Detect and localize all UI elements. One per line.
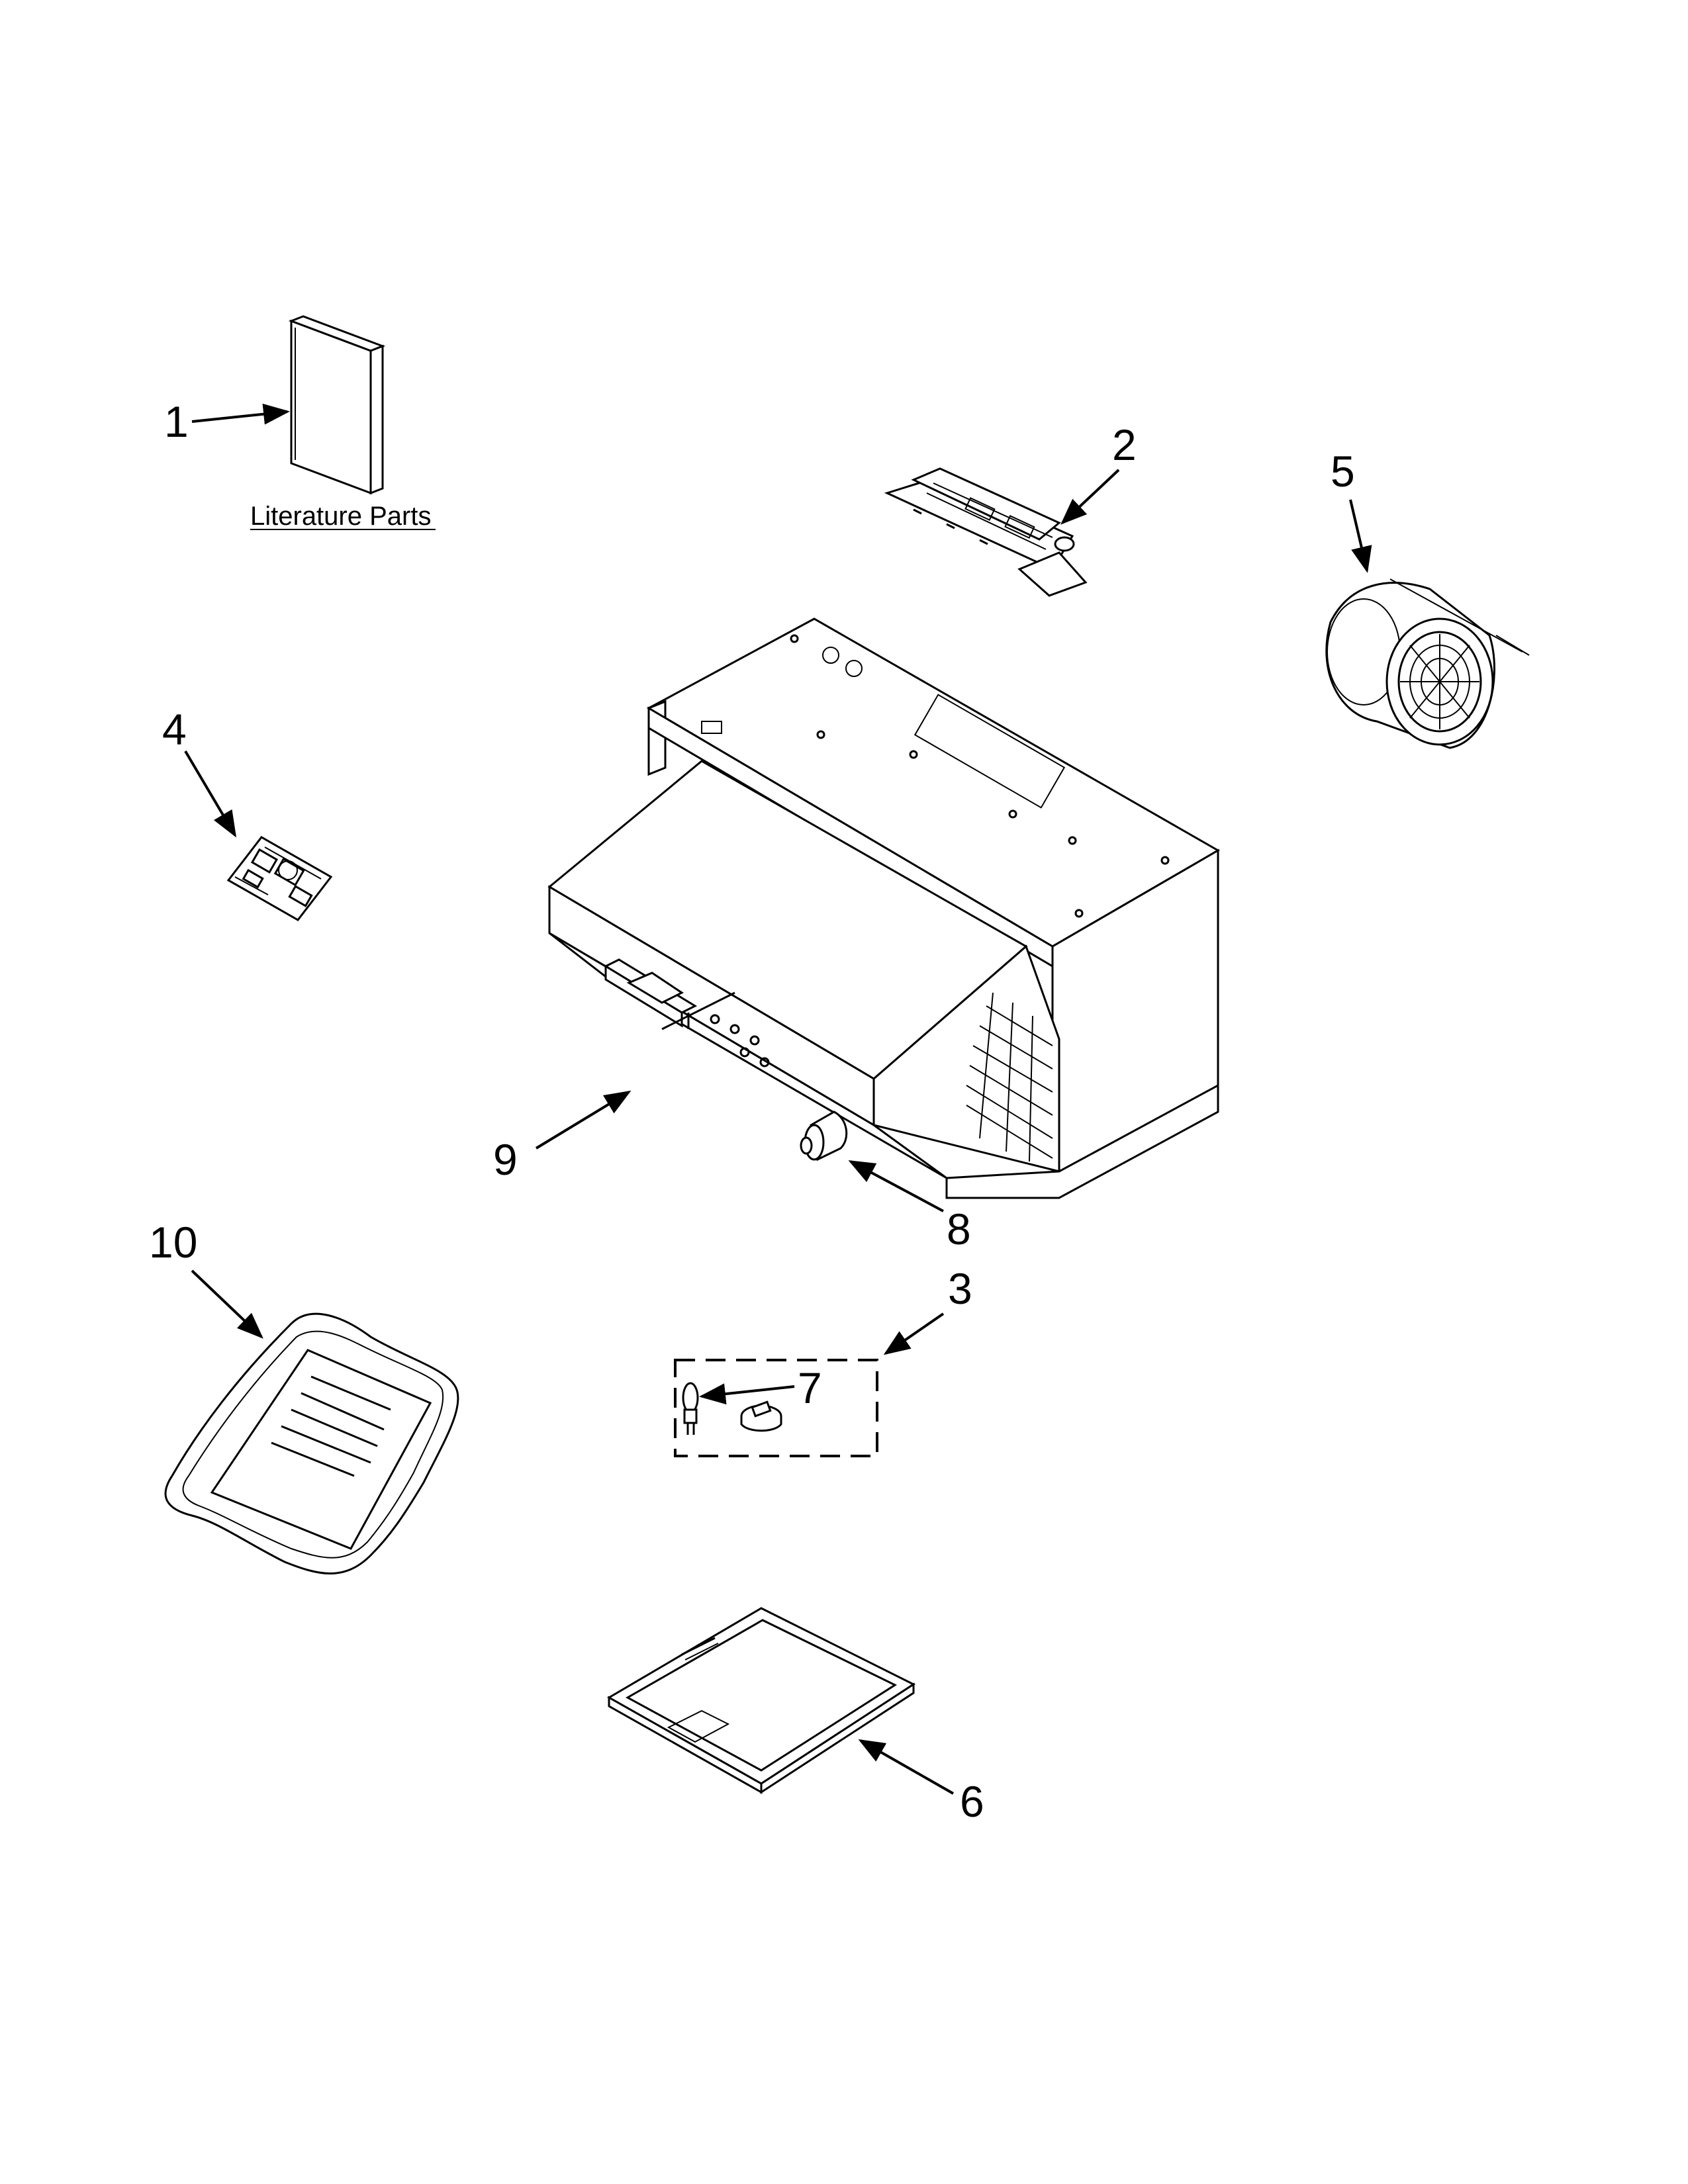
halogen-bulb-icon[interactable] — [682, 1382, 699, 1435]
callout-1: 1 — [164, 397, 189, 446]
knob-icon[interactable] — [740, 1400, 782, 1432]
callout-3-arrow — [883, 1312, 945, 1355]
callout-5-arrow — [1349, 499, 1372, 573]
callout-9-arrow — [535, 1090, 632, 1150]
hood-side-vent — [966, 992, 1053, 1162]
callout-4: 4 — [162, 705, 187, 754]
parts-bag-icon[interactable] — [164, 1312, 459, 1574]
callout-7: 7 — [798, 1363, 822, 1412]
literature-book-icon[interactable] — [288, 315, 386, 495]
callout-2-arrow — [1060, 469, 1120, 525]
range-hood-icon[interactable] — [547, 617, 1221, 1199]
callout-8-arrow — [848, 1160, 944, 1212]
callout-2: 2 — [1112, 420, 1137, 469]
callout-7-arrow — [699, 1383, 795, 1405]
light-kit-box[interactable] — [674, 1359, 878, 1457]
capacitor-icon[interactable] — [800, 1111, 848, 1161]
callout-4-arrow — [184, 750, 237, 838]
mounting-bracket-icon[interactable] — [884, 467, 1088, 597]
callout-6-arrow — [858, 1739, 954, 1795]
callout-10: 10 — [149, 1218, 197, 1267]
callout-8: 8 — [947, 1205, 971, 1253]
blower-motor-icon[interactable] — [1325, 578, 1530, 749]
switch-icon[interactable] — [603, 958, 735, 1030]
literature-label: Literature Parts — [250, 502, 431, 531]
callout-9: 9 — [493, 1135, 518, 1184]
callout-5: 5 — [1331, 447, 1355, 496]
callout-6: 6 — [960, 1777, 984, 1826]
callout-3: 3 — [948, 1264, 972, 1313]
callout-1-arrow — [191, 403, 290, 425]
control-board-icon[interactable] — [226, 836, 333, 921]
callout-10-arrow — [191, 1269, 263, 1339]
grease-filter-icon[interactable] — [606, 1607, 916, 1794]
